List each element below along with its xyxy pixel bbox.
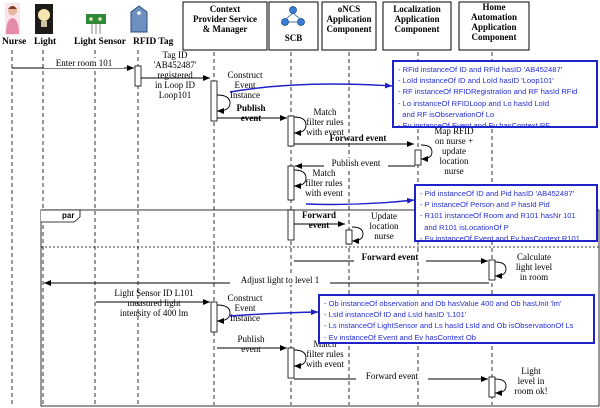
box1-line: - Lo instanceOf RFIDLoop and Lo hasId Lo… <box>398 98 550 108</box>
msg-sensor-measured: Light Sensor ID L101 measured light inte… <box>114 288 194 318</box>
msg-publish-event-1: Publish event <box>236 103 266 123</box>
connector-box1 <box>229 82 393 93</box>
box1-line: - RFid instanceOf ID and RFid hasID 'AB4… <box>398 65 563 74</box>
msg-forward-event-4: Forward event <box>356 371 428 381</box>
msg-forward-event-3: Forward event <box>354 252 426 262</box>
box1-line: and RF isObservationOf Lo <box>398 109 495 119</box>
box2-line: - R101 instanceOf Room and R101 hasNr 10… <box>420 211 576 221</box>
home-activation-2 <box>488 376 496 398</box>
actor-nurse-label: Nurse <box>2 37 27 47</box>
localization-title: Localization Application Component <box>393 4 441 34</box>
msg-forward-event-2: Forward event <box>302 210 336 230</box>
msg-update-location: Update location nurse <box>369 211 399 241</box>
scb-activation-4 <box>287 347 295 379</box>
msg-map-rfid: Map RFID on nurse + update location nurs… <box>434 126 474 176</box>
context-activation-1 <box>210 80 218 122</box>
box3-line: - Ls instanceOf LightSensor and Ls hasId… <box>324 321 574 331</box>
box1-line: - Ev instanceOf Event and Ev hasContext … <box>398 121 550 131</box>
light-sensor-icon <box>86 14 106 34</box>
msg-forward-event-1: Forward event <box>329 133 387 143</box>
par-label: par <box>62 211 75 220</box>
self-loop-scb-3 <box>293 349 307 369</box>
box1-line: - LoId instanceOf ID and LoId hasID 'Loo… <box>398 76 554 86</box>
nurse-icon <box>5 3 20 35</box>
oncs-header <box>321 1 377 51</box>
scb-title: SCB <box>284 33 303 43</box>
connector-box2 <box>305 197 415 206</box>
msg-match-rules-2: Match filter rules with event <box>305 168 343 198</box>
info-box-rfid-event: - RFid instanceOf ID and RFid hasID 'AB4… <box>392 60 598 131</box>
msg-calc-light: Calculate light level in room <box>515 252 553 282</box>
box3-line: - Ev instanceOf Event and Ev hasContext … <box>324 332 476 342</box>
home-activation-1 <box>488 259 496 281</box>
scb-activation-2 <box>287 165 295 201</box>
scb-activation-1 <box>287 115 295 147</box>
oncs-title: oNCS Application Component <box>326 4 372 34</box>
self-loop-home-1 <box>494 261 507 279</box>
msg-publish-event-3: Publish event <box>237 334 265 354</box>
context-provider-header <box>182 1 268 51</box>
home-automation-title: Home Automation Application Component <box>470 2 517 42</box>
msg-construct-event-2: Construct Event Instance <box>227 293 263 323</box>
connector-box3 <box>229 309 319 317</box>
scb-activation-3 <box>287 209 295 241</box>
box3-line: - LsId instanceOf ID and LsId hasID 'L10… <box>324 310 467 320</box>
msg-match-rules-1: Match filter rules with event <box>306 107 344 137</box>
info-box-person-location: - Pid instanceOf ID and Pid hasID 'AB452… <box>414 184 598 243</box>
msg-match-rules-3: Match filter rules with event <box>306 339 344 369</box>
msg-construct-event-1: Construct Event Instance <box>227 70 263 100</box>
rfid-tag-icon <box>130 5 148 33</box>
localization-activation <box>414 149 422 166</box>
self-loop-localization <box>420 144 433 162</box>
box2-line: and R101 isLocationOf P <box>420 222 509 232</box>
home-automation-header <box>458 1 530 51</box>
oncs-activation <box>345 229 353 245</box>
self-loop-context-1 <box>216 94 231 114</box>
box2-line: - P instanceOf Person and P hasId Pid <box>420 200 550 210</box>
actor-light-sensor-label: Light Sensor <box>74 37 126 47</box>
msg-light-ok: Light level in room ok! <box>514 366 548 396</box>
localization-header <box>382 1 452 51</box>
self-loop-scb-1 <box>293 116 307 136</box>
rfid-activation <box>134 65 142 87</box>
self-loop-oncs <box>351 226 364 244</box>
self-loop-home-2 <box>494 378 507 396</box>
msg-adjust-light: Adjust light to level 1 <box>230 275 330 285</box>
scb-icon <box>281 6 305 26</box>
info-box-light-observation: - Ob instanceOf observation and Ob hasVa… <box>318 294 595 344</box>
actor-light-label: Light <box>34 37 57 47</box>
box2-line: - Pid instanceOf ID and Pid hasID 'AB452… <box>420 189 575 198</box>
msg-publish-event-2: Publish event <box>324 158 388 168</box>
box3-line: - Ob instanceOf observation and Ob hasVa… <box>324 299 562 308</box>
msg-enter-room: Enter room 101 <box>44 58 124 68</box>
box1-line: - RF instanceOf RFIDRegistration and RF … <box>398 87 578 97</box>
self-loop-scb-2 <box>293 169 307 189</box>
actor-rfid-tag-label: RFID Tag <box>133 37 174 47</box>
self-loop-context-2 <box>216 304 231 324</box>
msg-tag-registered: Tag ID 'AB452487' registered in Loop ID … <box>153 50 197 100</box>
light-bulb-icon <box>35 4 53 34</box>
par-fragment <box>40 209 600 407</box>
context-provider-title: Context Provider Service & Manager <box>193 4 257 34</box>
context-activation-2 <box>210 301 218 333</box>
box2-line: - Ev instanceOf Event and Ev hasContext … <box>420 233 580 243</box>
